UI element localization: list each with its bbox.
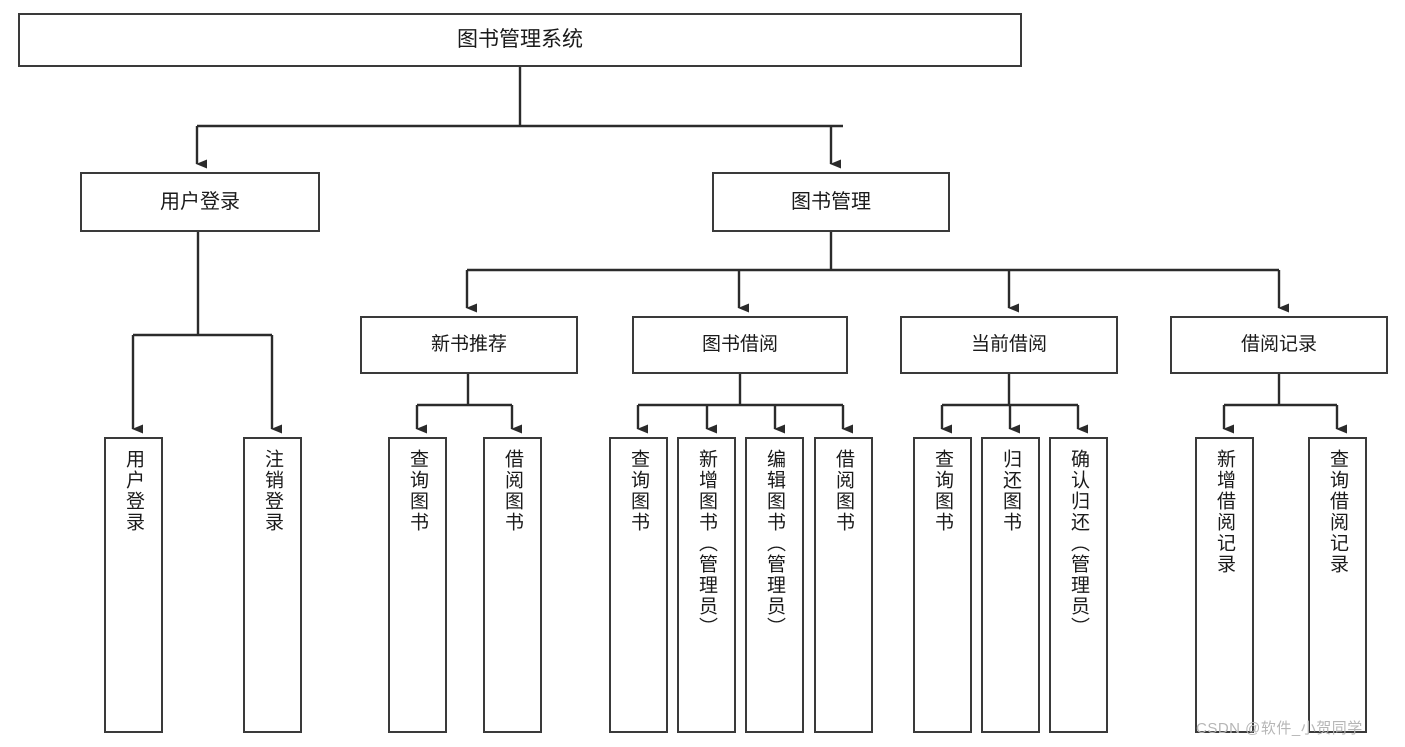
- node-label: 用户登录: [123, 449, 144, 533]
- node-root-system[interactable]: 图书管理系统: [18, 13, 1022, 67]
- node-label: 借阅图书: [833, 449, 854, 533]
- node-label: 新增图书（管理员）: [696, 449, 717, 638]
- node-label: 当前借阅: [970, 334, 1047, 356]
- node-label: 图书管理: [791, 190, 871, 213]
- leaf-recommend-query-book[interactable]: 查询图书: [388, 437, 447, 733]
- node-label: 查询图书: [932, 449, 953, 533]
- node-label: 编辑图书（管理员）: [764, 449, 785, 638]
- leaf-current-query-book[interactable]: 查询图书: [913, 437, 972, 733]
- node-current-borrow[interactable]: 当前借阅: [900, 316, 1118, 374]
- node-label: 查询图书: [628, 449, 649, 533]
- leaf-borrow-add-book-admin[interactable]: 新增图书（管理员）: [677, 437, 736, 733]
- node-label: 查询借阅记录: [1327, 449, 1348, 575]
- node-label: 归还图书: [1000, 449, 1021, 533]
- node-label: 注销登录: [262, 449, 283, 533]
- node-label: 图书借阅: [701, 334, 778, 356]
- csdn-watermark: CSDN @软件_小贺同学: [1196, 720, 1363, 737]
- leaf-current-return-book[interactable]: 归还图书: [981, 437, 1040, 733]
- leaf-user-login-signout[interactable]: 注销登录: [243, 437, 302, 733]
- node-label: 确认归还（管理员）: [1068, 449, 1089, 638]
- node-label: 借阅记录: [1240, 334, 1317, 356]
- node-label: 用户登录: [160, 190, 240, 213]
- node-label: 新增借阅记录: [1214, 449, 1235, 575]
- node-label: 图书管理系统: [457, 27, 583, 51]
- node-borrow-record[interactable]: 借阅记录: [1170, 316, 1388, 374]
- node-label: 新书推荐: [430, 334, 507, 356]
- leaf-borrow-borrow-book[interactable]: 借阅图书: [814, 437, 873, 733]
- leaf-borrow-edit-book-admin[interactable]: 编辑图书（管理员）: [745, 437, 804, 733]
- leaf-current-confirm-return-admin[interactable]: 确认归还（管理员）: [1049, 437, 1108, 733]
- node-book-borrow[interactable]: 图书借阅: [632, 316, 848, 374]
- node-user-login[interactable]: 用户登录: [80, 172, 320, 232]
- leaf-record-query-record[interactable]: 查询借阅记录: [1308, 437, 1367, 733]
- leaf-record-add-record[interactable]: 新增借阅记录: [1195, 437, 1254, 733]
- node-label: 查询图书: [407, 449, 428, 533]
- leaf-borrow-query-book[interactable]: 查询图书: [609, 437, 668, 733]
- node-new-book-recommend[interactable]: 新书推荐: [360, 316, 578, 374]
- node-book-management[interactable]: 图书管理: [712, 172, 950, 232]
- leaf-recommend-borrow-book[interactable]: 借阅图书: [483, 437, 542, 733]
- leaf-user-login-signin[interactable]: 用户登录: [104, 437, 163, 733]
- node-label: 借阅图书: [502, 449, 523, 533]
